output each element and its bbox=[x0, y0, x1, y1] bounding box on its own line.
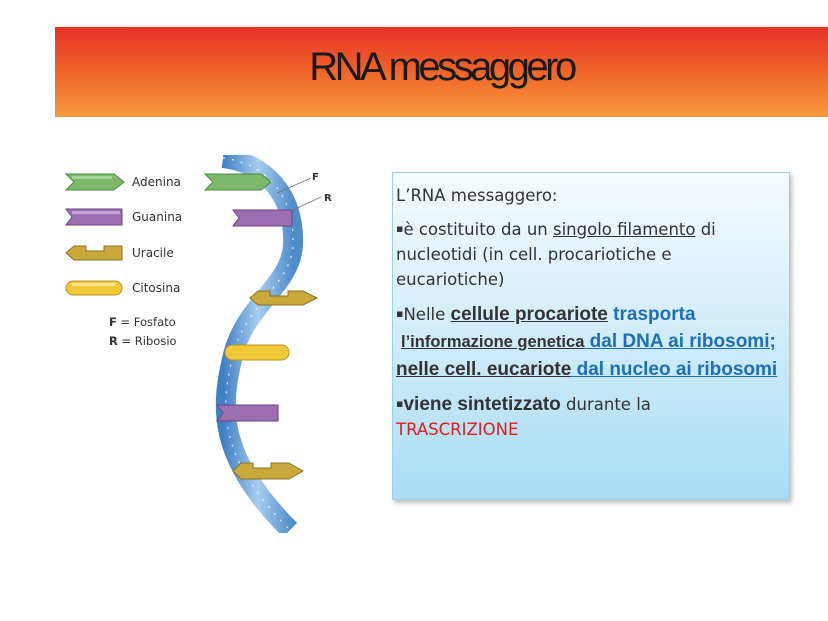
title-bar: RNA messaggero bbox=[55, 27, 828, 117]
base-citosina bbox=[224, 344, 290, 361]
rna-helix-illustration: F R bbox=[203, 155, 332, 533]
bullet-icon: ▪ bbox=[396, 307, 404, 320]
legend-item-citosina: Citosina bbox=[64, 278, 214, 300]
base-uracile-1 bbox=[249, 290, 319, 306]
key-ribosio: R = Ribosio bbox=[109, 334, 177, 348]
base-guanina-2 bbox=[216, 404, 279, 422]
uracile-shape-icon bbox=[65, 245, 123, 261]
legend-label: Citosina bbox=[132, 281, 181, 295]
base-uracile-2 bbox=[232, 462, 305, 480]
adenina-arrow-icon bbox=[64, 173, 125, 191]
legend-label: Uracile bbox=[132, 246, 174, 260]
slide-title: RNA messaggero bbox=[309, 45, 577, 89]
strand-segments bbox=[222, 157, 294, 531]
bullet-icon: ▪ bbox=[396, 397, 404, 410]
label-r: R bbox=[324, 193, 332, 204]
citosina-rounded-icon bbox=[65, 280, 123, 296]
paragraph-trascrizione: ▪viene sintetizzato durante la TRASCRIZI… bbox=[396, 394, 651, 439]
paragraph-filamento: ▪è costituito da un singolo filamento di… bbox=[396, 220, 716, 289]
legend-label: Adenina bbox=[132, 175, 181, 189]
paragraph-intro: L’RNA messaggero: bbox=[396, 186, 558, 205]
description-box: L’RNA messaggero: ▪è costituito da un si… bbox=[392, 172, 790, 500]
label-f: F bbox=[312, 172, 319, 183]
pointer-line-r bbox=[290, 196, 322, 212]
base-adenina bbox=[203, 173, 272, 191]
legend: Adenina Guanina Uracile Citosina F = Fos… bbox=[64, 170, 214, 360]
key-fosfato: F = Fosfato bbox=[109, 315, 176, 329]
guanina-notch-icon bbox=[65, 208, 123, 226]
paragraph-trasporta: ▪Nelle cellule procariote trasporta l’in… bbox=[396, 304, 778, 380]
legend-item-guanina: Guanina bbox=[64, 207, 214, 229]
bullet-icon: ▪ bbox=[396, 222, 404, 235]
legend-item-adenina: Adenina bbox=[64, 172, 214, 194]
legend-item-uracile: Uracile bbox=[64, 243, 214, 265]
legend-label: Guanina bbox=[132, 210, 183, 224]
base-guanina bbox=[232, 209, 293, 227]
pointer-line-f bbox=[276, 177, 312, 194]
